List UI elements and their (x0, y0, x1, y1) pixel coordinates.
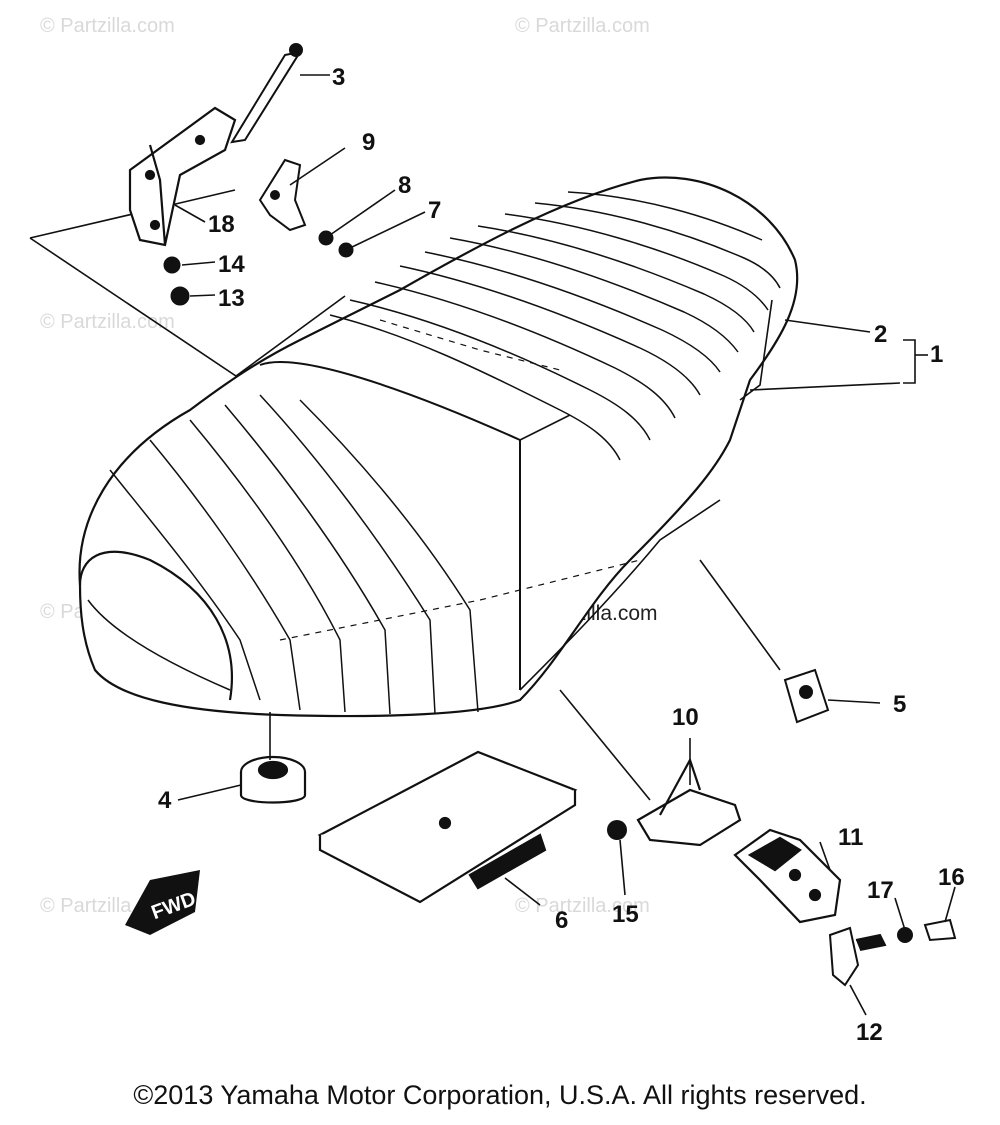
callout-9: 9 (362, 129, 375, 156)
callout-17: 17 (867, 877, 894, 904)
lock-bolt (897, 918, 957, 943)
callout-11: 11 (838, 824, 863, 851)
callout-1: 1 (930, 341, 943, 368)
hinge-plate (258, 158, 307, 232)
small-hardware (163, 230, 354, 306)
callout-3: 3 (332, 64, 345, 91)
hinge-pin (230, 43, 303, 144)
callout-6: 6 (555, 907, 568, 934)
callout-5: 5 (893, 691, 906, 718)
callout-14: 14 (218, 251, 245, 278)
nut (607, 820, 627, 840)
clip-nut (783, 668, 830, 724)
callout-4: 4 (158, 787, 172, 814)
seat-damper (239, 755, 307, 804)
seat-assembly (78, 176, 799, 718)
callouts: 1 2 3 4 5 6 7 8 9 10 11 12 13 14 15 16 1… (158, 64, 965, 1046)
callout-18: 18 (208, 211, 235, 238)
callout-12: 12 (856, 1019, 883, 1046)
watermark: © Partzilla.com (40, 311, 175, 333)
lock-bracket (636, 757, 742, 847)
callout-15: 15 (612, 901, 639, 928)
watermark: © Partzilla.com (515, 15, 650, 37)
watermark: © Partzilla.com (40, 15, 175, 37)
seat-tray (317, 750, 578, 904)
seat-lock (733, 828, 842, 924)
lock-catch (828, 926, 887, 987)
watermark: © Partzilla.com (515, 895, 650, 917)
callout-16: 16 (938, 864, 965, 891)
hinge-bracket (128, 106, 237, 247)
fwd-arrow: FWD (125, 870, 200, 935)
copyright-notice: ©2013 Yamaha Motor Corporation, U.S.A. A… (133, 1080, 867, 1110)
callout-2: 2 (874, 321, 887, 348)
callout-10: 10 (672, 704, 699, 731)
leader-lines (174, 74, 956, 1016)
callout-13: 13 (218, 285, 245, 312)
callout-8: 8 (398, 172, 411, 199)
callout-7: 7 (428, 197, 441, 224)
